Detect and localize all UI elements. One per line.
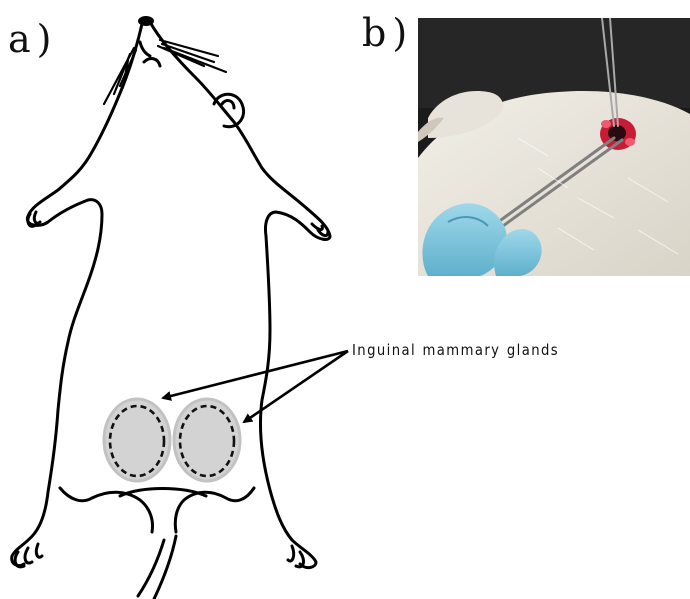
mouse-body-outline-right xyxy=(150,22,330,568)
mouse-body-outline-left xyxy=(12,24,142,566)
mouse-whiskers xyxy=(104,40,226,104)
mouse-right-hind-leg xyxy=(175,488,254,532)
mouse-left-hind-leg xyxy=(60,488,153,532)
surgery-photo xyxy=(418,18,690,276)
mammary-gland-left xyxy=(104,399,170,481)
mouse-eye xyxy=(144,59,160,66)
mouse-mouth xyxy=(140,42,150,56)
mammary-gland-right xyxy=(174,399,240,481)
mouse-nose xyxy=(138,16,154,26)
arrow-to-right-gland xyxy=(244,351,348,422)
arrow-to-left-gland xyxy=(163,351,348,398)
annotation-label: Inguinal mammary glands xyxy=(352,341,559,359)
